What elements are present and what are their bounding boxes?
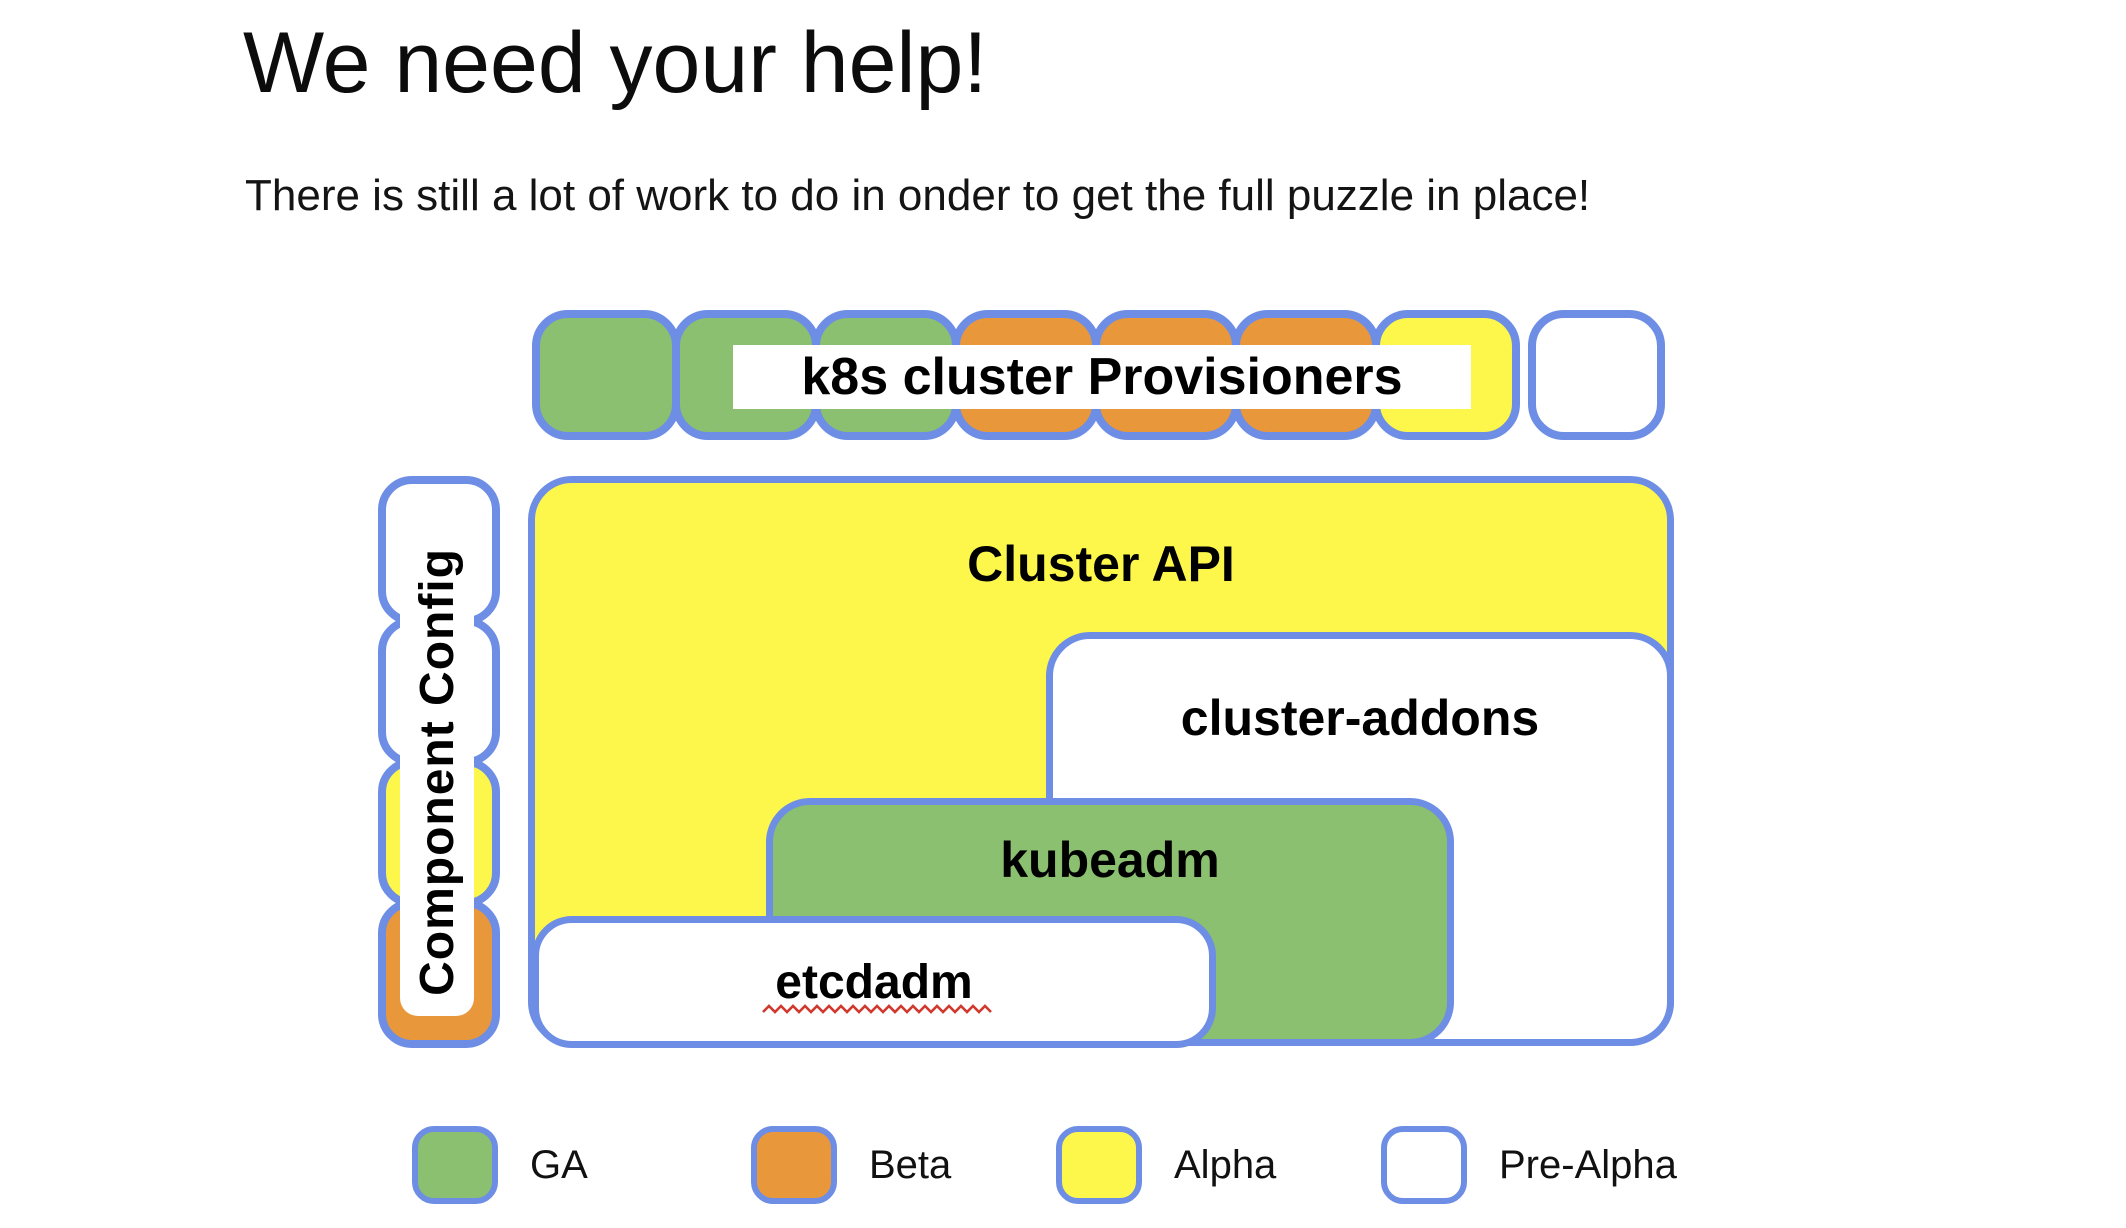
etcdadm-box: etcdadm bbox=[532, 916, 1216, 1048]
page-title: We need your help! bbox=[243, 15, 988, 111]
component-config-strip: Component Config bbox=[400, 528, 474, 1016]
legend-item-ga: GA bbox=[412, 1126, 588, 1204]
legend: GA Beta Alpha Pre-Alpha bbox=[412, 1126, 1912, 1206]
provisioner-piece-1 bbox=[532, 310, 680, 440]
legend-label: GA bbox=[530, 1142, 588, 1187]
legend-label: Beta bbox=[869, 1142, 952, 1187]
provisioner-piece-8 bbox=[1528, 310, 1665, 440]
provisioners-label: k8s cluster Provisioners bbox=[733, 345, 1471, 409]
component-config-label: Component Config bbox=[410, 548, 464, 996]
legend-label: Pre-Alpha bbox=[1499, 1142, 1677, 1187]
kubeadm-label: kubeadm bbox=[1000, 832, 1220, 888]
legend-item-beta: Beta bbox=[751, 1126, 951, 1204]
page-subtitle: There is still a lot of work to do in on… bbox=[245, 171, 1591, 220]
etcdadm-misspell-underline bbox=[762, 1004, 992, 1014]
cluster-addons-label: cluster-addons bbox=[1180, 690, 1540, 746]
cluster-api-label: Cluster API bbox=[967, 536, 1235, 592]
etcdadm-label: etcdadm bbox=[775, 956, 973, 1009]
legend-swatch-alpha bbox=[1056, 1126, 1142, 1204]
legend-swatch-ga bbox=[412, 1126, 498, 1204]
legend-label: Alpha bbox=[1174, 1142, 1277, 1187]
legend-item-alpha: Alpha bbox=[1056, 1126, 1276, 1204]
legend-item-pre_alpha: Pre-Alpha bbox=[1381, 1126, 1677, 1204]
legend-swatch-pre_alpha bbox=[1381, 1126, 1467, 1204]
legend-swatch-beta bbox=[751, 1126, 837, 1204]
